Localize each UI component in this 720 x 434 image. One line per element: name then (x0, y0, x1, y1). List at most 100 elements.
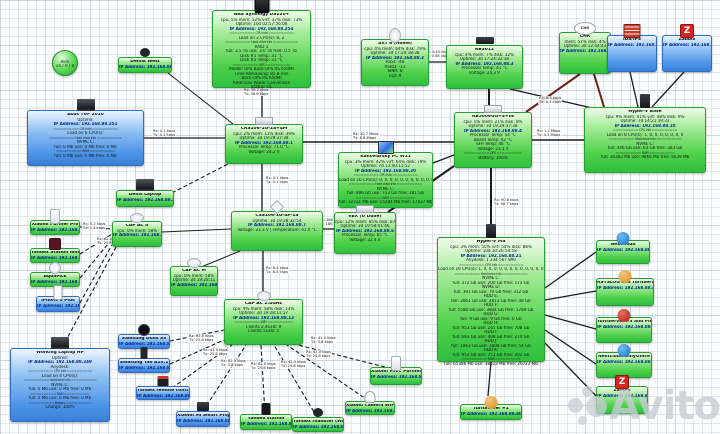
link-chr-rb5009 (525, 73, 581, 113)
yandex-remote-node[interactable]: Yandex remote controllerIP Address: 192.… (136, 376, 190, 400)
node-title: SXT 6 (Home) (378, 42, 412, 46)
link-traffic-line: Rx: 62.0 kbps (306, 350, 331, 354)
node-status-line: Battery: 100% (478, 155, 508, 160)
node-status-line: full: 65386 Mb use: 38613 Mb free: 26723… (444, 361, 538, 366)
xiaomi-projector-node[interactable]: Xiaomi Mi Smart ProjectorIP Address: 192… (176, 402, 230, 427)
link-traffic-line: Tx: 25.8 kbps (203, 352, 228, 356)
node-status-line: ========== RAM ========== (56, 149, 115, 154)
node-title: Delink West (130, 60, 160, 64)
node-status-line: American Power Conversion (232, 80, 291, 85)
node-status-line: full: 2861 Gb use: 2813 Gb free: 48 Gb (451, 298, 531, 303)
link-hvms-vma (544, 251, 597, 289)
node-status-line: ========== Hard drive Info ========== (23, 378, 97, 383)
node-status-line: full: 0 Mb use: 0 Mb free: 0 Mb (28, 387, 92, 392)
link-delink-crs (167, 72, 234, 125)
node-status-line: Voltage: 23.3 V | Temperature: 41.0 °C (237, 227, 317, 232)
node-title: CAP AC II (125, 224, 149, 228)
node-title: Yandex roadster (White) (293, 420, 343, 424)
node-title: Hyper-V Base (628, 110, 662, 114)
node-ip-address: IP Address: 192.168.88.104 (37, 303, 79, 308)
node-status-line: HDD E: (483, 294, 499, 299)
link-aquapick-ap (79, 238, 113, 279)
node-status-line: SINR: 8 (387, 69, 403, 74)
vm-rsyslog-turnserver-node[interactable]: RSYSLOG and TurnServer #2IP Address: 192… (596, 270, 654, 306)
node-status-line: ========== UPS ========== (463, 151, 523, 156)
node-ip-address: IP Address: 192.168.88.109 (241, 421, 291, 426)
link-chr-hvb (593, 73, 605, 108)
node-status-line: NVME D: (482, 285, 500, 290)
node-ip-address: IP Address: 192.168.88.31 (663, 42, 711, 47)
nas-synology-node[interactable]: NAS Synology DS220+cpu: 5% mem: 52% virt… (212, 0, 311, 89)
link-xpur2-capac (297, 344, 386, 368)
node-status-line: ========== Hard drive Info ========== (224, 40, 299, 45)
node-status-line: ========== Hard drive Info ========== (348, 182, 423, 187)
link-traffic-line: Rx: 8.4 kbps (266, 266, 289, 270)
yandex-roadster-node[interactable]: Yandex roadster (White)IP Address: 192.1… (292, 408, 344, 432)
node-status-line: Load on 16 CPU(s): 1, 0, 0, 0, 0, 0, 0, … (438, 267, 544, 272)
node-status-line: SFP Temp: 46 °C (476, 142, 510, 147)
node-status-line: Voltage: 22.4 V (349, 237, 381, 242)
node-status-line: HDD H: (483, 321, 499, 326)
node-status-line: Disk #2 Temp: 31 °C (240, 58, 283, 63)
node-ip-address: IP Address: 192.168.88.12 (233, 315, 294, 320)
samsung-tablet-node[interactable]: Samsung Tab A10.1IP Address: 192.168.88.… (118, 347, 170, 373)
link-traffic-line: Tx: 25.8 kbps (306, 354, 331, 358)
node-status-line: cpu: 5% mem: 52% virt: 37% disk: 73% (220, 17, 303, 22)
link-hvms-turn1 (487, 361, 492, 397)
link-traffic-line: Rx: 90.6 kbps (494, 198, 519, 202)
hex-dude-node[interactable]: hEX (U Dude)cpu: 12% mem: 85% disk: 87%U… (334, 205, 396, 254)
node-ip-address: IP Address: 192.168.88.40 (461, 411, 521, 416)
node-status-line: ========== CPU Info ========== (27, 369, 93, 374)
node-status-line: ========== Hard drive Info ========== (608, 137, 682, 142)
node-title: CSS106-1G-4P-1S (255, 214, 299, 218)
node-title: Xiaomi Mi Smart Projector (177, 414, 229, 418)
link-proj-capac (202, 344, 247, 412)
node-title: Samsung Duos S3 (121, 337, 167, 341)
vm-turnserver-pihole-node[interactable]: TurnServer #3 and PiholeIP Address: 192.… (596, 309, 652, 343)
sxt-lte-node[interactable]: SXT 6 (Home)cpu: 4% mem: 64% disk: 79%Up… (361, 28, 429, 86)
link-traffic-line: Tx: 25.8 kbps (251, 366, 276, 370)
link-zbx-hvb (651, 71, 685, 108)
node-ip-address: IP Address: 192.168.88.21 (460, 253, 522, 258)
node-status-line: Uptime: 3d 17:24:18:38 (370, 51, 420, 56)
node-ip-address: IP Address: 192.168.88.1 (234, 140, 293, 145)
node-ip-address: IP Address: 192.168.88.254 (229, 26, 294, 31)
node-status-line: Board Temp: 42 °C (473, 137, 513, 142)
node-ip-address: IP Address: 192.168.88.112 (371, 374, 421, 379)
node-status-line: Load on 8 CPU(s): 1, 0, 0, 0, 0, 0, 0, 0 (606, 132, 684, 137)
node-status-line: RSRQ: -13 (384, 64, 406, 69)
